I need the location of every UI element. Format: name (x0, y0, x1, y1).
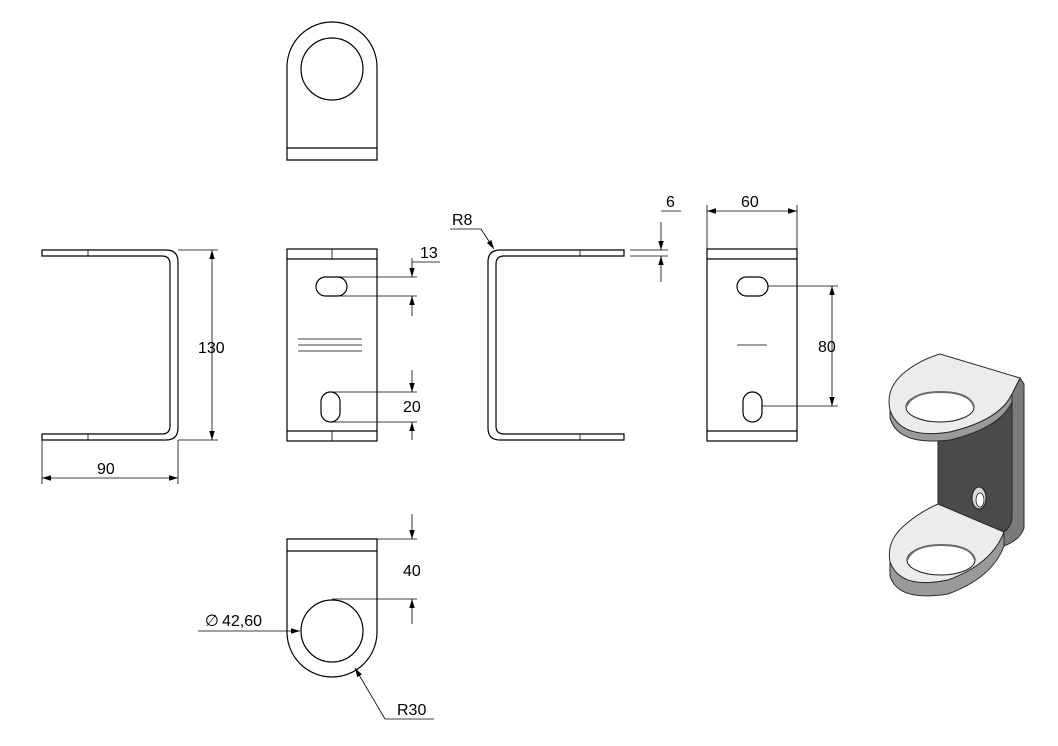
dim-20: 20 (403, 399, 421, 416)
dim-90: 90 (97, 461, 115, 478)
rear-view: 60 80 (706, 194, 838, 442)
dim-130: 130 (198, 340, 225, 357)
dim-80: 80 (818, 339, 836, 356)
dim-13: 13 (420, 245, 438, 262)
dim-diameter: 42,60 (222, 613, 262, 630)
isometric-view (888, 353, 1025, 597)
left-side-view: 130 90 (41, 249, 225, 484)
dim-60: 60 (741, 194, 759, 211)
front-view: 13 20 (286, 245, 440, 442)
dim-40: 40 (403, 563, 421, 580)
top-view (286, 21, 378, 161)
dim-r8: R8 (452, 212, 473, 229)
right-side-view: R8 6 (450, 194, 681, 441)
dim-diameter-symbol: ∅ (205, 613, 219, 630)
bottom-view: 40 ∅ 42,60 R30 (198, 514, 434, 720)
dim-r30: R30 (397, 702, 426, 719)
dim-6: 6 (666, 194, 675, 211)
